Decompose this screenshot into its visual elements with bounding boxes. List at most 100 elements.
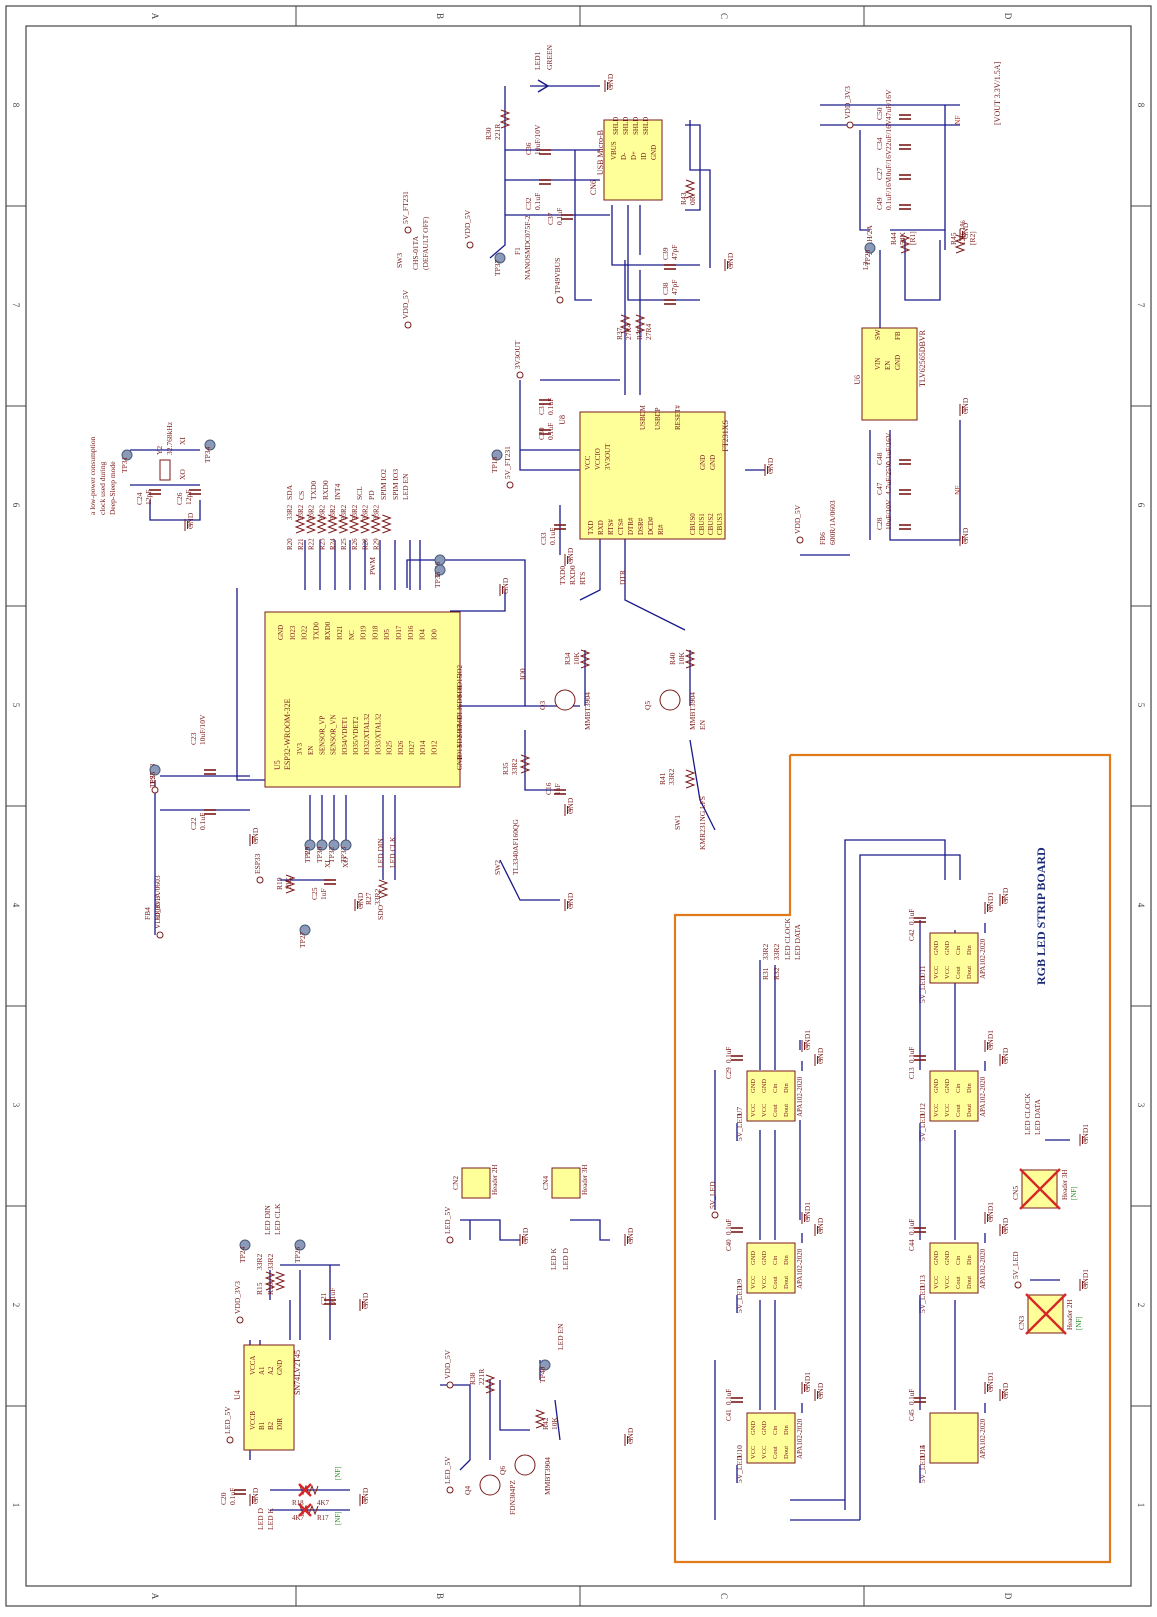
col-label-top-d: D (1003, 13, 1013, 20)
ft231-pin: VCC (584, 455, 592, 470)
row-label-right-8: 8 (1136, 103, 1146, 108)
gnd-21-label: GND (816, 1382, 825, 1399)
part-ref: C22 (189, 817, 198, 830)
cn5-not-fitted-cross (1019, 1168, 1061, 1210)
rbank-ref: R28 (362, 538, 370, 550)
cn5-part: Header 3H (1061, 1169, 1069, 1200)
regulator-chip (861, 327, 918, 421)
ft231-pin: 3V3OUT (604, 443, 612, 470)
rbank-ref: R29 (372, 538, 380, 550)
l3-value: 2.2uH/2A (865, 225, 874, 255)
cn2-ref: CN2 (451, 1176, 460, 1190)
apa102-supply-label: 5V_LED (735, 1455, 744, 1483)
apa102-pin: Cout (955, 1104, 962, 1117)
part-resistor (899, 234, 911, 254)
board-title: RGB LED STRIP BOARD (1034, 847, 1048, 985)
gnd-9 (959, 229, 966, 241)
esp-net-label: SDA (285, 484, 294, 500)
fb6-ref: FB6 (818, 532, 827, 545)
led5v-cn2-label: LED_5V (443, 1206, 452, 1234)
part-value: 0.1uF (546, 398, 555, 415)
3v3out-label: 3V3OUT (513, 340, 522, 369)
gnd-19 (814, 1054, 821, 1066)
apa102-ref: U15 (918, 1445, 927, 1458)
esp32-pin-right: IO2 (456, 665, 464, 676)
apa102-part: APA102-2020 (979, 1076, 987, 1117)
esp32-pin-top: IO4 (419, 629, 427, 640)
dtr-net: DTR (618, 570, 627, 585)
5vft231-ft-label: 5V_FT231 (503, 446, 512, 479)
gnd-9-label: GND (961, 222, 970, 239)
row-label-left-3: 3 (11, 1103, 21, 1108)
part-resistor (684, 649, 696, 669)
apa102-pin: VCC (933, 1104, 940, 1117)
part-value: 221R (493, 124, 502, 140)
apa102-part: APA102-2020 (796, 1076, 804, 1117)
part-value: 0.1uF (198, 813, 207, 830)
level-shifter-chip (243, 1344, 295, 1451)
apa102-pin: Cin (772, 1425, 779, 1435)
esp-net-label: PD (367, 490, 376, 500)
esp32-pin-bottom: IO35/VDET2 (352, 716, 360, 755)
part-resistor (579, 649, 591, 669)
sw1-part: KMR231NG LFS (698, 796, 707, 850)
apa102-part: APA102-2020 (796, 1248, 804, 1289)
esp32-pin-bottom: EN (307, 746, 315, 755)
part-value: 10K (572, 652, 581, 666)
apa102-pin: Din (966, 1255, 973, 1266)
crystal-note-3: Deep-Sleep mode (108, 461, 117, 515)
fb4-value: 600R/1A/0603 (153, 875, 162, 920)
apa102-led-chip (746, 1070, 796, 1122)
esp32-pin-right: CMD (456, 715, 464, 731)
transistor-part: MMBT3904 (543, 1457, 552, 1495)
vout-note: [VOUT 3.3V/1.5A] (993, 61, 1002, 125)
apa102-cap-value: 0.1uF (725, 1047, 733, 1063)
ft231-pin: TXD (587, 521, 595, 535)
level-shifter-pin: GND (276, 1360, 284, 1375)
esp32-pin-bottom: SENSOR_VP (318, 716, 326, 755)
vdd3v3-ls-power-port (236, 1316, 244, 1324)
apa102-cap-value: 0.1uF (725, 1389, 733, 1405)
gnd-23 (999, 1224, 1006, 1236)
5vled-col-power-port (711, 1211, 719, 1219)
rbank-value: 33R2 (308, 504, 316, 520)
r16-resistor (274, 1271, 286, 1291)
esp32-pin-top: GND (277, 625, 285, 640)
level-shifter-pin: VCCB (249, 1411, 257, 1430)
part-value: 27R4 (644, 323, 653, 340)
ft231-pin: DSR# (637, 517, 645, 535)
apa102-pin: VCC (750, 1276, 757, 1289)
vdd5v-reg-power-port (796, 536, 804, 544)
rbank-ref: R22 (308, 538, 316, 550)
led5v-ls-power-port (226, 1436, 234, 1444)
wires (130, 85, 1070, 1521)
gnd-7 (564, 804, 571, 816)
part-value: 4.7uF/25V (884, 462, 893, 495)
gnd-17 (249, 1494, 256, 1506)
led-d-net-cn4: LED D (561, 1248, 570, 1270)
apa102-part: APA102-2020 (796, 1418, 804, 1459)
apa102-ref: U11 (918, 965, 927, 978)
apa102-part: APA102-2020 (979, 1248, 987, 1289)
tp34-label: TP34 (203, 446, 212, 463)
rxd0-net: RXD0 (568, 565, 577, 585)
r17-ref: R17 (317, 1514, 329, 1522)
part-value: 1uF (553, 783, 562, 795)
part-value: 12pF (184, 490, 193, 505)
gnd-25 (999, 894, 1006, 906)
rbank-value: 33R2 (297, 504, 305, 520)
apa102-pin: VCC (944, 1104, 951, 1117)
vdd3v3-reg-power-port (846, 121, 854, 129)
apa102-gnd (801, 1382, 808, 1394)
y2-frequency: 32.768kHz (165, 421, 174, 455)
usb-pin: GND (650, 145, 658, 160)
gnd-2-label: GND (566, 547, 575, 564)
apa102-pin: VCC (761, 1276, 768, 1289)
part-value: 0.1uF (228, 1488, 237, 1505)
vdd5v-q4-label: VDD_5V (443, 1349, 452, 1379)
usb-label: USB Micro-B (596, 130, 605, 175)
apa102-supply-label: 5V_LED (918, 975, 927, 1003)
part-value: 33R2 (510, 758, 519, 775)
